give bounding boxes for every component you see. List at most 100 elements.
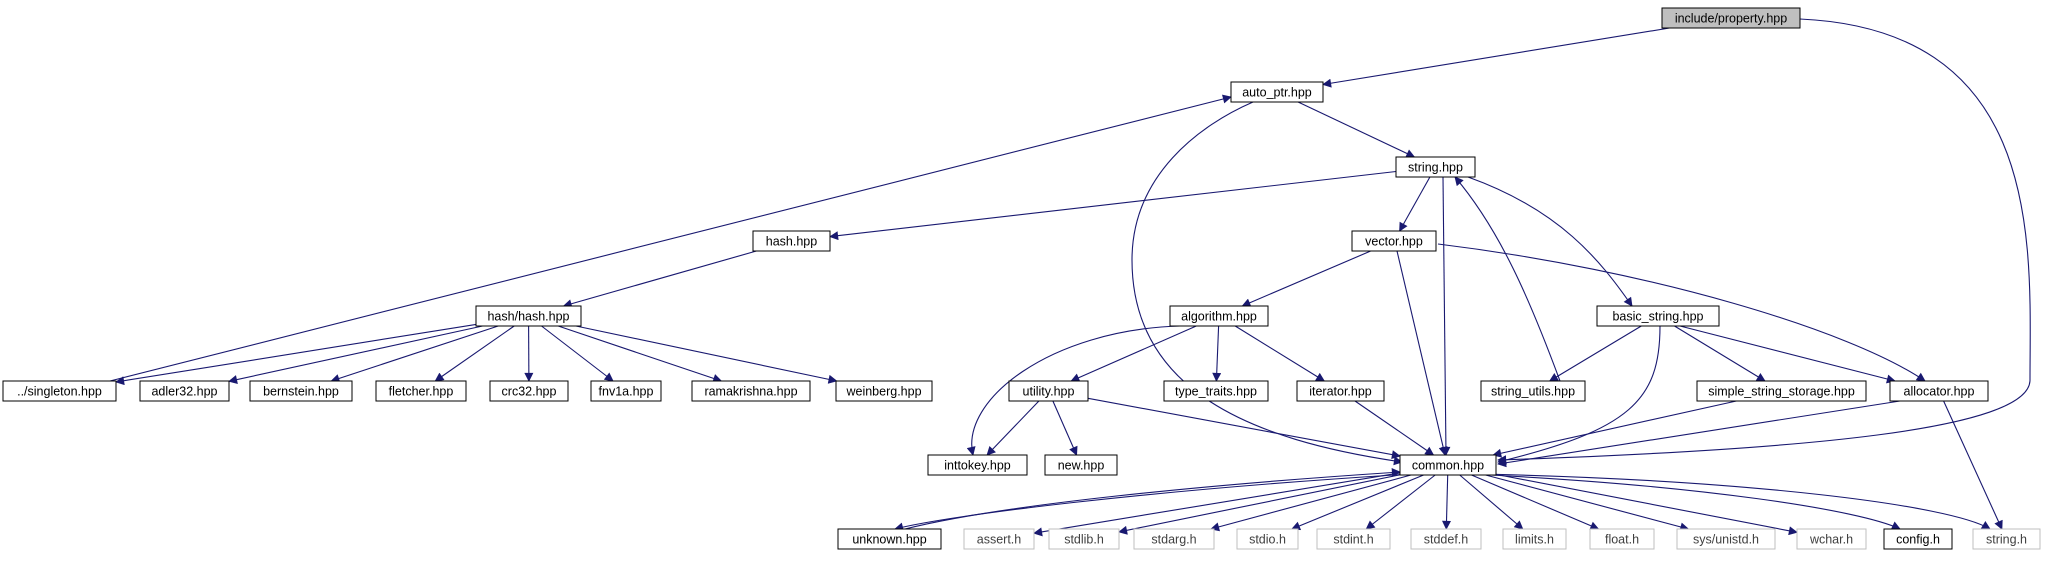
node-wchar: wchar.h (1797, 529, 1866, 549)
edge-string-to-hash (830, 172, 1396, 237)
node-ramakrishna[interactable]: ramakrishna.hpp (692, 381, 810, 401)
node-label: crc32.hpp (502, 385, 557, 399)
node-label: config.h (1896, 533, 1940, 547)
node-basic-string[interactable]: basic_string.hpp (1597, 306, 1719, 326)
node-string[interactable]: string.hpp (1396, 157, 1475, 177)
node-vector[interactable]: vector.hpp (1352, 231, 1436, 251)
edge-simple_string_storage-to-common (1493, 401, 1736, 455)
edge-string-to-basic_string (1468, 177, 1632, 306)
node-label: unknown.hpp (852, 533, 926, 547)
node-label: hash/hash.hpp (487, 310, 569, 324)
node-label: ramakrishna.hpp (704, 385, 797, 399)
node-label: common.hpp (1412, 459, 1484, 473)
node-common[interactable]: common.hpp (1400, 455, 1496, 475)
node-label: assert.h (977, 533, 1022, 547)
edge-basic_string-to-allocator (1680, 326, 1895, 381)
edge-utility-to-inttokey (987, 401, 1039, 455)
node-stdlib: stdlib.h (1049, 529, 1119, 549)
edge-root-to-auto_ptr (1323, 28, 1670, 85)
node-label: string_utils.hpp (1491, 385, 1575, 399)
edge-algorithm-to-type_traits (1216, 326, 1218, 381)
node-label: ../singleton.hpp (17, 385, 102, 399)
edge-common-to-wchar (1496, 474, 1797, 532)
node-algorithm[interactable]: algorithm.hpp (1170, 306, 1268, 326)
edge-allocator-to-stringh (1944, 401, 2002, 529)
node-float: float.h (1590, 529, 1654, 549)
edge-auto_ptr-to-common (1132, 102, 1402, 462)
node-unknown[interactable]: unknown.hpp (838, 529, 941, 549)
edge-vector-to-algorithm (1242, 251, 1370, 306)
node-label: stdint.h (1333, 533, 1373, 547)
edge-utility-to-new (1053, 401, 1077, 455)
node-label: stdio.h (1249, 533, 1286, 547)
edge-basic_string-to-string_utils (1550, 326, 1642, 381)
node-label: float.h (1605, 533, 1639, 547)
edge-common-to-unknown (895, 474, 1410, 529)
node-label: sys/unistd.h (1693, 533, 1759, 547)
node-adler32[interactable]: adler32.hpp (140, 381, 229, 401)
node-label: iterator.hpp (1309, 385, 1372, 399)
node-fletcher[interactable]: fletcher.hpp (376, 381, 466, 401)
node-new[interactable]: new.hpp (1045, 455, 1117, 475)
node-label: simple_string_storage.hpp (1708, 385, 1855, 399)
node-auto-ptr[interactable]: auto_ptr.hpp (1231, 82, 1323, 102)
node-weinberg[interactable]: weinberg.hpp (836, 381, 932, 401)
edge-common-to-stdint (1366, 475, 1435, 529)
node-label: inttokey.hpp (944, 459, 1011, 473)
node-label: hash.hpp (766, 235, 817, 249)
node-hashhash[interactable]: hash/hash.hpp (476, 306, 581, 326)
edge-algorithm-to-utility (1071, 326, 1196, 381)
node-simple-string-storage[interactable]: simple_string_storage.hpp (1697, 381, 1866, 401)
node-label: string.hpp (1408, 161, 1463, 175)
node-label: adler32.hpp (151, 385, 217, 399)
node-label: algorithm.hpp (1181, 310, 1257, 324)
node-config[interactable]: config.h (1884, 529, 1952, 549)
node-stringh: string.h (1973, 529, 2040, 549)
node-label: string.h (1986, 533, 2027, 547)
node-string-utils[interactable]: string_utils.hpp (1481, 381, 1585, 401)
node-type-traits[interactable]: type_traits.hpp (1164, 381, 1268, 401)
edge-string-to-vector (1400, 177, 1430, 231)
node-inttokey[interactable]: inttokey.hpp (928, 455, 1027, 475)
node-label: auto_ptr.hpp (1242, 86, 1312, 100)
node-label: new.hpp (1058, 459, 1105, 473)
node-crc32[interactable]: crc32.hpp (490, 381, 568, 401)
edge-hashhash-to-ramakrishna (558, 326, 721, 381)
edge-singleton-to-auto_ptr (110, 97, 1231, 381)
edge-unknown-to-common (905, 472, 1400, 529)
edge-common-to-stddef (1446, 475, 1447, 529)
edge-basic_string-to-simple_string_storage (1675, 326, 1766, 381)
node-singleton[interactable]: ../singleton.hpp (3, 381, 116, 401)
node-stdint: stdint.h (1317, 529, 1390, 549)
node-assert: assert.h (964, 529, 1034, 549)
node-root[interactable]: include/property.hpp (1662, 8, 1800, 28)
node-iterator[interactable]: iterator.hpp (1297, 381, 1384, 401)
node-label: stdlib.h (1064, 533, 1104, 547)
edge-auto_ptr-to-string (1298, 102, 1414, 157)
node-label: weinberg.hpp (845, 385, 921, 399)
node-sysunistd: sys/unistd.h (1677, 529, 1775, 549)
node-label: limits.h (1515, 533, 1554, 547)
edge-string-to-common (1443, 177, 1446, 455)
edge-hashhash-to-singleton (116, 324, 476, 382)
node-label: stddef.h (1424, 533, 1469, 547)
node-label: utility.hpp (1023, 385, 1075, 399)
node-stdio: stdio.h (1237, 529, 1298, 549)
edge-common-to-sysunistd (1486, 475, 1689, 529)
node-fnv1a[interactable]: fnv1a.hpp (591, 381, 661, 401)
node-utility[interactable]: utility.hpp (1009, 381, 1088, 401)
edge-iterator-to-common (1355, 401, 1434, 455)
node-label: basic_string.hpp (1612, 310, 1703, 324)
node-label: type_traits.hpp (1175, 385, 1257, 399)
edge-allocator-to-common (1498, 401, 1900, 464)
node-label: include/property.hpp (1675, 12, 1787, 26)
edge-string_utils-to-string (1455, 177, 1560, 381)
edge-vector-to-common (1397, 251, 1445, 455)
node-hash[interactable]: hash.hpp (753, 231, 830, 251)
node-bernstein[interactable]: bernstein.hpp (250, 381, 352, 401)
node-label: wchar.h (1809, 533, 1853, 547)
node-stddef: stddef.h (1411, 529, 1481, 549)
node-allocator[interactable]: allocator.hpp (1890, 381, 1988, 401)
